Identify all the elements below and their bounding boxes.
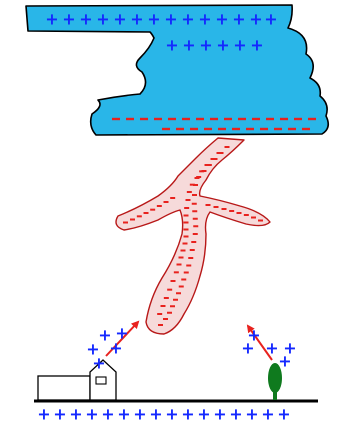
positive-charge-icon: + [233,36,246,55]
positive-charge-icon: + [265,339,278,358]
leader-channel [116,138,270,334]
positive-charge-icon: + [249,10,262,29]
positive-charge-icon: + [241,339,254,358]
house-window [96,377,106,384]
positive-charge-icon: + [278,352,291,371]
positive-charge-icon: + [181,405,194,424]
positive-charge-icon: + [117,405,130,424]
positive-charge-icon: + [113,10,126,29]
positive-charge-icon: + [198,10,211,29]
positive-charge-icon: + [69,405,82,424]
stepped-leader [116,138,270,334]
positive-charge-icon: + [101,405,114,424]
tree-trunk [273,391,277,400]
positive-charge-icon: + [92,354,105,373]
positive-charge-icon: + [277,405,290,424]
positive-charge-icon: + [96,10,109,29]
positive-charge-icon: + [164,10,177,29]
positive-charge-icon: + [53,405,66,424]
positive-charge-icon: + [165,405,178,424]
positive-charge-icon: + [181,10,194,29]
positive-charge-icon: + [62,10,75,29]
positive-charge-icon: + [79,10,92,29]
house-shed [38,376,90,400]
positive-charge-icon: + [45,10,58,29]
positive-charge-icon: + [165,36,178,55]
positive-charge-icon: + [182,36,195,55]
positive-charge-icon: + [199,36,212,55]
ground-positive-charges: ++++++++++++++++++++++++++ [37,324,296,424]
positive-charge-icon: + [264,10,277,29]
positive-charge-icon: + [37,405,50,424]
thundercloud: ++++++++++++++++++++ [26,5,328,135]
positive-charge-icon: + [232,10,245,29]
positive-charge-icon: + [261,405,274,424]
positive-charge-icon: + [245,405,258,424]
positive-charge-icon: + [216,36,229,55]
positive-charge-icon: + [133,405,146,424]
positive-charge-icon: + [147,10,160,29]
positive-charge-icon: + [215,10,228,29]
positive-charge-icon: + [85,405,98,424]
positive-charge-icon: + [130,10,143,29]
positive-charge-icon: + [229,405,242,424]
positive-charge-icon: + [109,339,122,358]
positive-charge-icon: + [197,405,210,424]
positive-charge-icon: + [149,405,162,424]
positive-charge-icon: + [250,36,263,55]
ground-scene: ++++++++++++++++++++++++++ [34,322,318,424]
positive-charge-icon: + [213,405,226,424]
